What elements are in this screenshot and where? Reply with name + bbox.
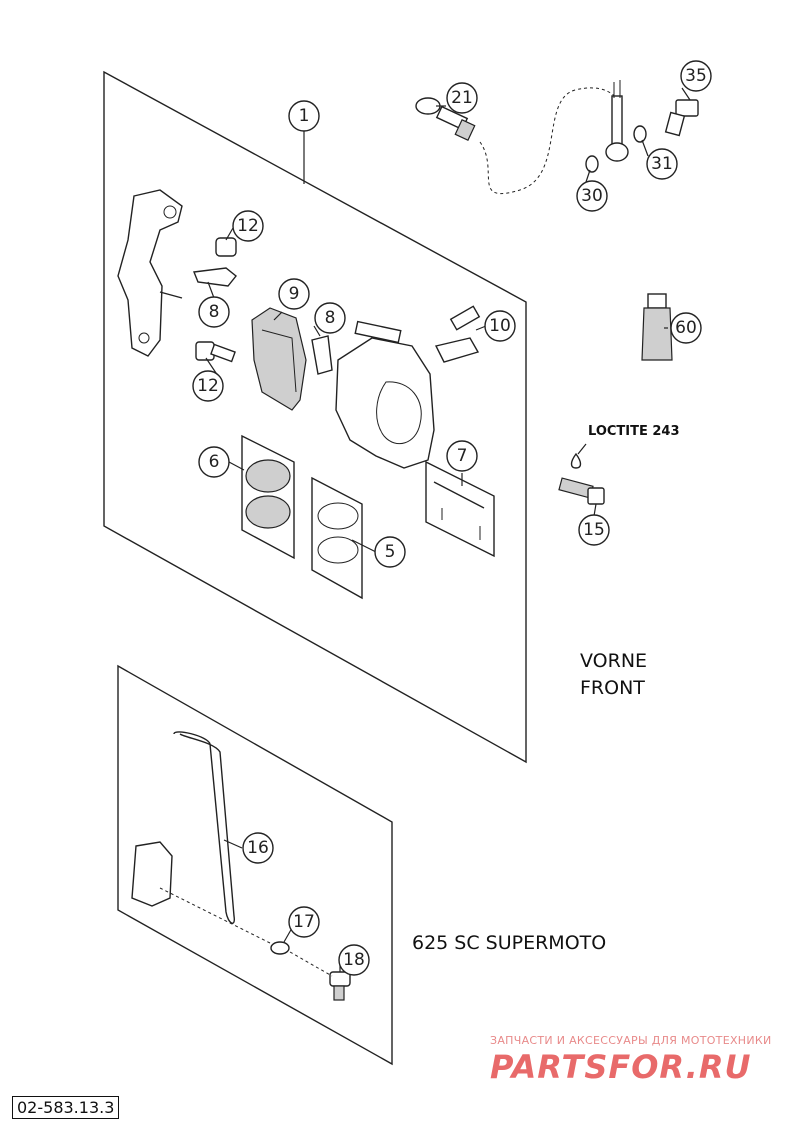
- svg-text:35: 35: [685, 66, 707, 86]
- callout-5: 5: [374, 536, 406, 568]
- svg-text:21: 21: [451, 88, 473, 108]
- svg-text:10: 10: [489, 316, 511, 336]
- svg-text:5: 5: [385, 542, 396, 562]
- callout-6: 6: [198, 446, 230, 478]
- svg-text:12: 12: [237, 216, 259, 236]
- callout-15: 15: [578, 514, 610, 546]
- washer-31: [633, 125, 647, 143]
- svg-text:9: 9: [289, 284, 300, 304]
- main-assembly-panel: [103, 70, 527, 764]
- callout-60: 60: [670, 312, 702, 344]
- callout-16: 16: [242, 832, 274, 864]
- svg-text:60: 60: [675, 318, 697, 338]
- svg-text:15: 15: [583, 520, 605, 540]
- loctite-bottle: [641, 293, 673, 361]
- callout-12-lower: 12: [192, 370, 224, 402]
- callout-10: 10: [484, 310, 516, 342]
- svg-text:31: 31: [651, 154, 673, 174]
- svg-text:8: 8: [325, 308, 336, 328]
- callout-30: 30: [576, 180, 608, 212]
- brake-pads: [251, 307, 307, 411]
- callout-17: 17: [288, 906, 320, 938]
- seal-kit: [311, 476, 363, 600]
- svg-text:12: 12: [197, 376, 219, 396]
- bleeder-valve: [434, 305, 481, 363]
- svg-text:16: 16: [247, 838, 269, 858]
- pin-bolt-upper: [215, 237, 237, 257]
- svg-text:18: 18: [343, 950, 365, 970]
- front-label-en: FRONT: [580, 677, 645, 699]
- callout-7: 7: [446, 440, 478, 472]
- supermoto-bracket: [131, 841, 173, 907]
- callout-9: 9: [278, 278, 310, 310]
- front-label-de: VORNE: [580, 650, 648, 672]
- svg-text:7: 7: [457, 446, 468, 466]
- pistons-kit: [241, 434, 295, 560]
- callout-21: 21: [446, 82, 478, 114]
- callout-12-upper: 12: [232, 210, 264, 242]
- svg-text:8: 8: [209, 302, 220, 322]
- brake-hose: [415, 80, 629, 195]
- pad-spring-right: [311, 335, 333, 375]
- svg-text:1: 1: [299, 106, 310, 126]
- svg-text:17: 17: [293, 912, 315, 932]
- washer-17: [270, 941, 290, 955]
- callout-35: 35: [680, 60, 712, 92]
- caliper-bracket: [117, 189, 183, 357]
- callout-8-left: 8: [198, 296, 230, 328]
- callout-8-right: 8: [314, 302, 346, 334]
- pad-spring-left: [193, 267, 237, 287]
- diagram-code: 02-583.13.3: [12, 1096, 120, 1119]
- watermark-brand: PARTSFOR.RU: [490, 1048, 752, 1086]
- svg-text:6: 6: [209, 452, 220, 472]
- callout-1: 1: [288, 100, 320, 132]
- pin-bolt-lower: [195, 341, 236, 363]
- loctite-drop: [570, 452, 582, 469]
- supermoto-panel: [117, 664, 393, 1066]
- banjo-bolt-35: [664, 99, 699, 137]
- callout-31: 31: [646, 148, 678, 180]
- front-label: VORNE FRONT: [580, 648, 647, 702]
- watermark-tagline: ЗАПЧАСТИ И АКСЕССУАРЫ ДЛЯ МОТОТЕХНИКИ: [490, 1034, 772, 1047]
- model-label: 625 SC SUPERMOTO: [412, 932, 607, 954]
- caliper-body: [335, 320, 435, 469]
- bolt-15: [558, 477, 605, 505]
- guide-pin-kit: [425, 460, 495, 558]
- svg-text:30: 30: [581, 186, 603, 206]
- loctite-label: LOCTITE 243: [588, 424, 680, 439]
- washer-30: [585, 155, 599, 173]
- callout-18: 18: [338, 944, 370, 976]
- wire-clip: [173, 731, 236, 924]
